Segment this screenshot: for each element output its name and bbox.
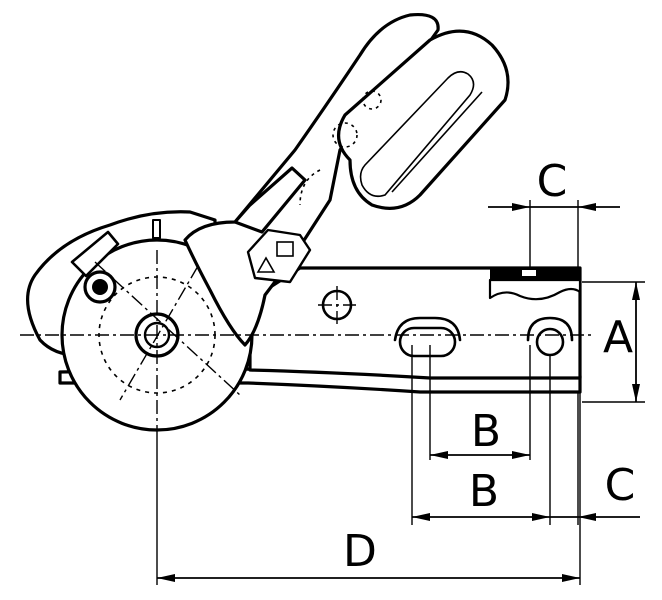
centerlines	[20, 250, 595, 430]
label-b-upper: B	[471, 406, 501, 457]
dimension-b-lower: B	[411, 345, 551, 525]
front-bolt-hole	[318, 286, 356, 324]
dimension-b-upper: B	[429, 345, 531, 460]
label-a: A	[603, 312, 633, 363]
label-b-lower: B	[469, 466, 499, 517]
slot-hole-rear	[526, 316, 574, 357]
label-c-bottom: C	[605, 460, 636, 511]
cut-section	[488, 268, 582, 301]
dimension-c-top: C	[488, 156, 620, 270]
wear-indicator	[70, 219, 161, 304]
dimension-d: D	[156, 392, 581, 585]
handle-lever	[183, 12, 510, 347]
label-c-top: C	[537, 156, 568, 207]
dimension-c-bottom: C	[550, 392, 640, 525]
label-d: D	[343, 526, 377, 577]
slot-hole-front	[393, 316, 462, 358]
dimension-a: A	[582, 281, 645, 403]
